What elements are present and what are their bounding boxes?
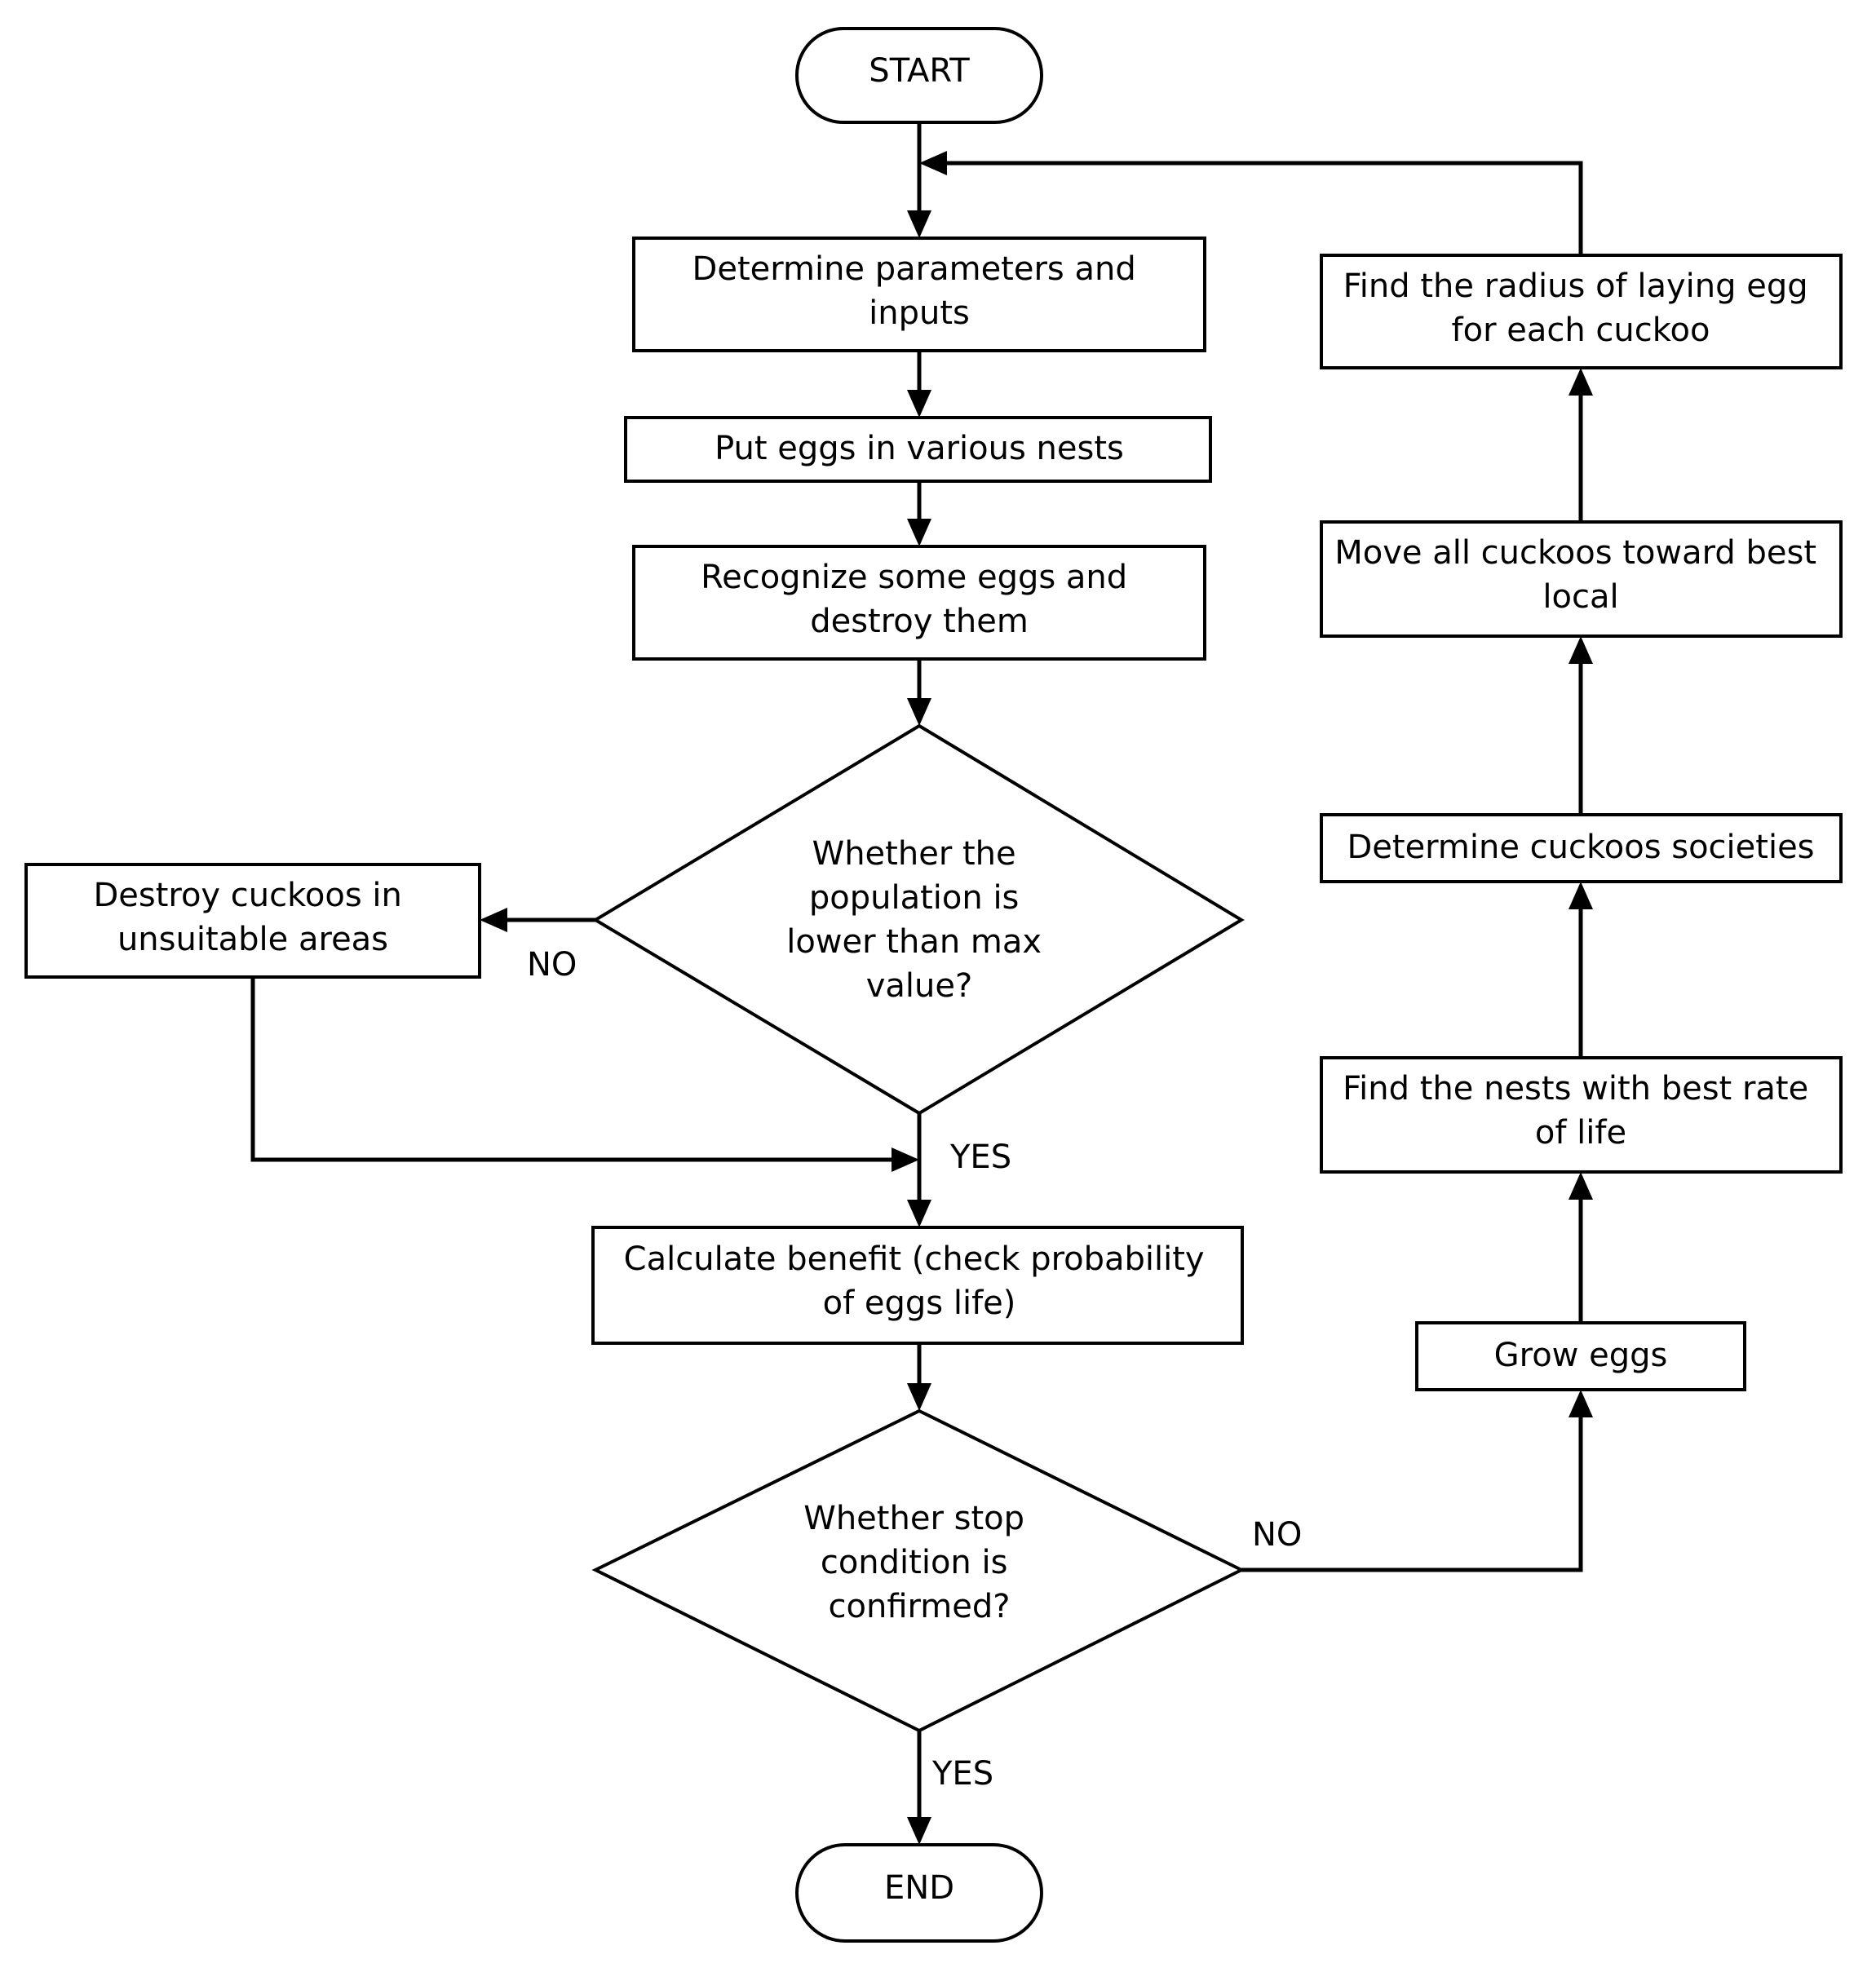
stop-no-label: NO [1252,1516,1302,1554]
grow-eggs-box: Grow eggs [1415,1321,1746,1391]
arrow-stop-yes [907,1731,931,1845]
arrow-population-yes [907,1113,931,1227]
find-nests-label: Find the nests with best rate of life [1343,1070,1819,1152]
move-cuckoos-box: Move all cuckoos toward best local [1320,520,1843,638]
calculate-benefit-box: Calculate benefit (check probability of … [591,1226,1244,1345]
determine-societies-box: Determine cuckoos societies [1320,813,1843,883]
arrow-stop-no [1241,1390,1593,1572]
arrow-recognize-to-population [907,659,931,726]
grow-eggs-label: Grow eggs [1494,1337,1668,1374]
find-nests-box: Find the nests with best rate of life [1320,1056,1843,1174]
start-terminal: START [795,27,1043,124]
stop-yes-label: YES [931,1755,993,1793]
stop-decision-label: Whether stop condition is confirmed? [803,1500,1034,1625]
determine-parameters-box: Determine parameters and inputs [632,237,1206,352]
arrow-move-to-radius [1568,368,1593,522]
destroy-cuckoos-label: Destroy cuckoos in unsuitable areas [93,877,412,958]
arrow-put-eggs-to-recognize [907,481,931,546]
move-cuckoos-label: Move all cuckoos toward best local [1334,534,1826,616]
find-radius-box: Find the radius of laying egg for each c… [1320,254,1843,369]
arrow-societies-to-move [1568,636,1593,815]
start-label: START [869,52,970,90]
arrow-find-nests-to-societies [1568,882,1593,1058]
end-label: END [884,1869,954,1907]
recognize-eggs-box: Recognize some eggs and destroy them [632,545,1206,661]
calculate-benefit-label: Calculate benefit (check probability of … [624,1240,1215,1322]
put-eggs-label: Put eggs in various nests [715,430,1124,467]
population-yes-label: YES [949,1139,1011,1176]
end-terminal: END [795,1843,1043,1943]
determine-parameters-label: Determine parameters and inputs [692,250,1147,332]
recognize-eggs-label: Recognize some eggs and destroy them [701,559,1138,640]
find-radius-label: Find the radius of laying egg for each c… [1343,268,1819,349]
arrow-destroy-to-merge [250,977,919,1172]
stop-decision: Whether stop condition is confirmed? [591,1408,1246,1733]
population-no-label: NO [527,946,577,984]
arrow-grow-to-find-nests [1568,1172,1593,1323]
put-eggs-box: Put eggs in various nests [624,416,1212,483]
arrow-benefit-to-stop [907,1343,931,1411]
destroy-cuckoos-box: Destroy cuckoos in unsuitable areas [24,863,481,979]
population-decision-label: Whether the population is lower than max… [786,835,1052,1005]
arrow-loop-back [919,151,1583,255]
arrow-parameters-to-put-eggs [907,351,931,418]
determine-societies-label: Determine cuckoos societies [1347,829,1814,866]
arrow-population-no [480,908,595,932]
arrow-start-to-parameters [907,122,931,238]
population-decision: Whether the population is lower than max… [592,723,1245,1116]
